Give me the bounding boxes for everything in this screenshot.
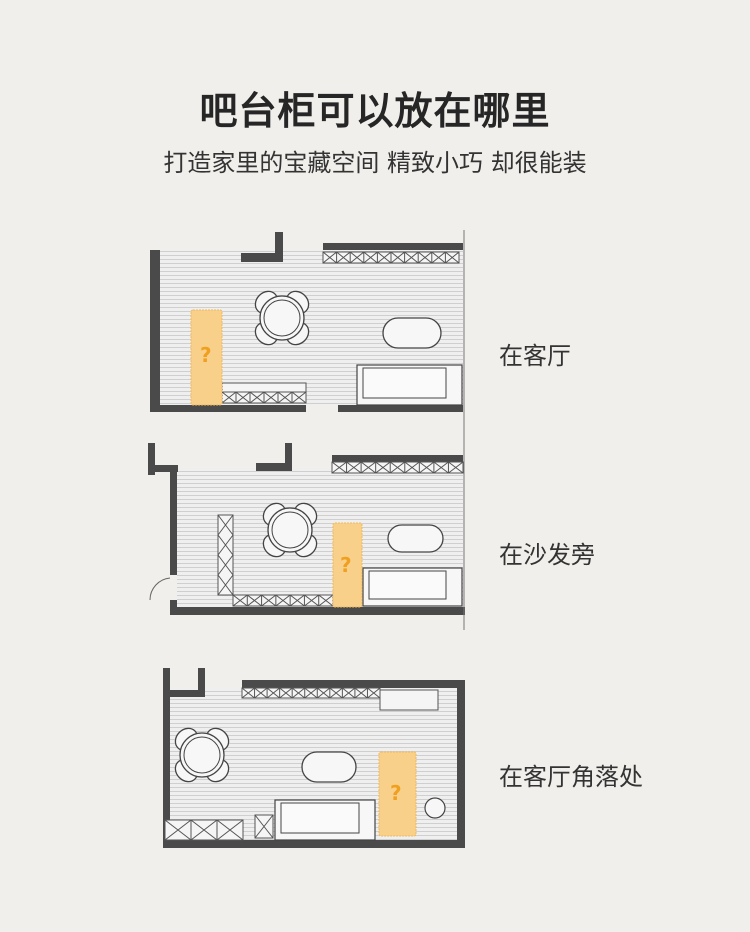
- wall: [457, 680, 465, 848]
- cabinet-cross: [291, 391, 307, 404]
- cabinet-cross: [190, 819, 218, 841]
- cabinet-cross: [336, 251, 351, 264]
- page-subtitle: 打造家里的宝藏空间 精致小巧 却很能装: [163, 149, 587, 177]
- cabinet-cross: [304, 594, 320, 607]
- dining-table-top: [183, 736, 221, 774]
- coffee-table: [382, 317, 442, 349]
- wall: [275, 232, 283, 262]
- cabinet-cross: [221, 391, 237, 404]
- coffee-table: [387, 524, 444, 553]
- plan-label-living-room-corner: 在客厅角落处: [499, 763, 643, 791]
- cabinet-cross: [431, 251, 446, 264]
- cabinet-cross: [277, 391, 293, 404]
- cabinet-cross: [331, 461, 348, 474]
- cabinet-cross: [448, 461, 464, 474]
- cabinet-cross: [377, 251, 392, 264]
- cabinet-cross: [322, 251, 338, 264]
- wall: [285, 443, 292, 471]
- cabinet-cross: [275, 594, 291, 607]
- cabinet-cross: [254, 687, 268, 699]
- cabinet-cross: [354, 687, 368, 699]
- dining-table-top: [263, 299, 301, 337]
- cabinet-cross: [349, 251, 365, 264]
- tv-cabinet: [379, 689, 439, 711]
- cabinet-cross: [390, 251, 406, 264]
- cabinet-cross: [291, 687, 306, 699]
- plan-label-living-room: 在客厅: [499, 342, 571, 370]
- cabinet-cross: [363, 251, 378, 264]
- cabinet-cross: [164, 819, 192, 841]
- cabinet-cross: [445, 251, 460, 264]
- question-marker: ?: [340, 553, 352, 577]
- wall: [241, 253, 283, 262]
- question-marker: ?: [390, 781, 402, 805]
- wall: [256, 463, 292, 471]
- wall: [170, 607, 465, 615]
- cabinet-cross: [346, 461, 362, 474]
- cabinet-cross: [389, 461, 406, 474]
- wall: [332, 455, 463, 462]
- bar-cabinet: [190, 309, 223, 406]
- cabinet-cross: [241, 687, 256, 699]
- cabinet-cross: [433, 461, 449, 474]
- wall: [150, 250, 160, 412]
- storage-cabinet: [217, 514, 234, 596]
- cabinet-cross: [261, 594, 277, 607]
- cabinet-cross: [217, 534, 234, 556]
- cabinet-cross: [417, 251, 433, 264]
- cabinet-cross: [232, 594, 248, 607]
- wall: [163, 690, 205, 697]
- cabinet-cross: [279, 687, 293, 699]
- cabinet-cross: [217, 554, 234, 576]
- wall: [323, 243, 463, 250]
- wall: [148, 443, 155, 475]
- cabinet-cross: [360, 461, 377, 474]
- cabinet-cross: [375, 461, 391, 474]
- wall: [198, 668, 205, 697]
- wall: [163, 840, 465, 848]
- cabinet-cross: [419, 461, 435, 474]
- plan-label-beside-sofa: 在沙发旁: [499, 541, 595, 569]
- cabinet-cross: [404, 251, 419, 264]
- cabinet-cross: [304, 687, 318, 699]
- cabinet-cross: [246, 594, 263, 607]
- coffee-table: [301, 751, 357, 783]
- cabinet-cross: [266, 687, 281, 699]
- sofa-seat: [280, 802, 360, 834]
- cabinet-cross: [329, 687, 343, 699]
- cabinet-cross: [404, 461, 420, 474]
- cabinet-cross: [263, 391, 279, 404]
- cabinet-cross: [217, 574, 234, 596]
- bar-cabinet: [378, 751, 417, 837]
- cabinet-cross: [316, 687, 331, 699]
- sofa-seat: [362, 367, 447, 399]
- cabinet-cross: [249, 391, 265, 404]
- wall: [163, 668, 170, 848]
- bar-cabinet: [332, 522, 363, 608]
- cabinet-cross: [216, 819, 244, 841]
- wall: [338, 405, 463, 412]
- wall: [150, 405, 306, 412]
- sofa-seat: [368, 570, 447, 600]
- dining-table-top: [271, 511, 309, 549]
- lounge-chair: [424, 797, 446, 819]
- cabinet-cross: [235, 391, 251, 404]
- cabinet-cross: [342, 687, 356, 699]
- cabinet-cross: [254, 814, 274, 839]
- question-marker: ?: [200, 343, 212, 367]
- wall: [148, 465, 178, 472]
- cabinet-cross: [217, 514, 234, 536]
- wall: [242, 680, 464, 688]
- cabinet-cross: [289, 594, 305, 607]
- wall: [170, 465, 177, 575]
- counter: [221, 382, 307, 393]
- page-title: 吧台柜可以放在哪里: [199, 89, 551, 133]
- door-swing: [149, 577, 171, 601]
